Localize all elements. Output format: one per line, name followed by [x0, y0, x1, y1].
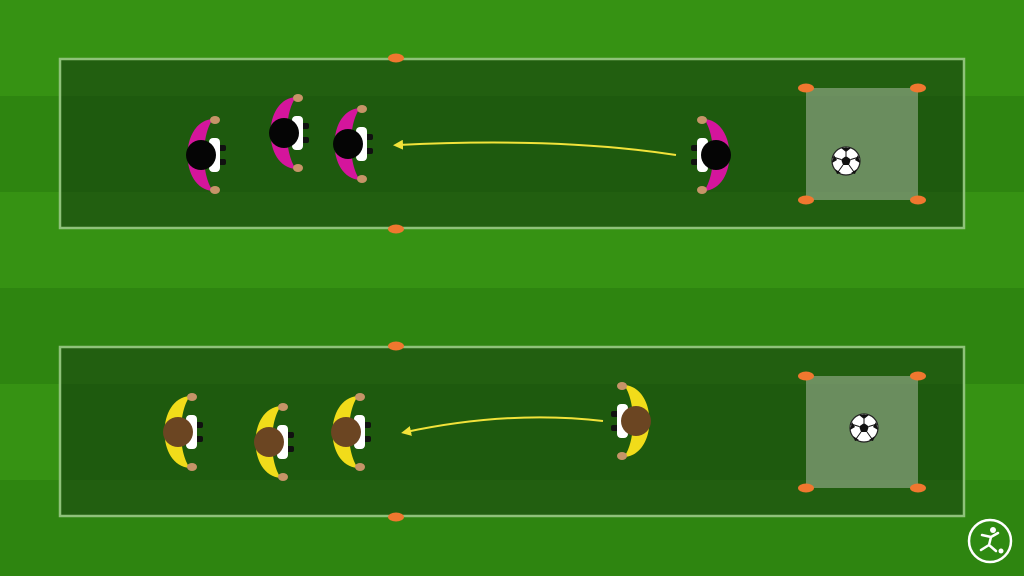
soccer-ball-icon: [831, 146, 861, 176]
player-yellow: [331, 393, 371, 471]
player-yellow-server: [611, 382, 651, 460]
cone: [910, 195, 926, 205]
player-yellow: [163, 393, 203, 471]
pass-arrow: [401, 416, 604, 436]
player-pink: [186, 116, 226, 194]
cone: [388, 224, 404, 234]
running-player-logo[interactable]: [967, 518, 1013, 564]
drill-area-top: [58, 53, 966, 234]
player-yellow: [254, 403, 294, 481]
cone: [388, 341, 404, 351]
cone: [910, 371, 926, 381]
cone: [910, 83, 926, 93]
player-pink: [269, 94, 309, 172]
cone: [798, 83, 814, 93]
cone: [388, 53, 404, 63]
cone: [798, 195, 814, 205]
drill-area-bottom: [58, 341, 966, 522]
cone: [798, 483, 814, 493]
player-pink: [333, 105, 373, 183]
player-pink-server: [691, 116, 731, 194]
target-square: [806, 88, 918, 200]
cone: [798, 371, 814, 381]
cone: [910, 483, 926, 493]
pass-arrow: [393, 139, 677, 156]
soccer-ball-icon: [849, 413, 879, 443]
cone: [388, 512, 404, 522]
